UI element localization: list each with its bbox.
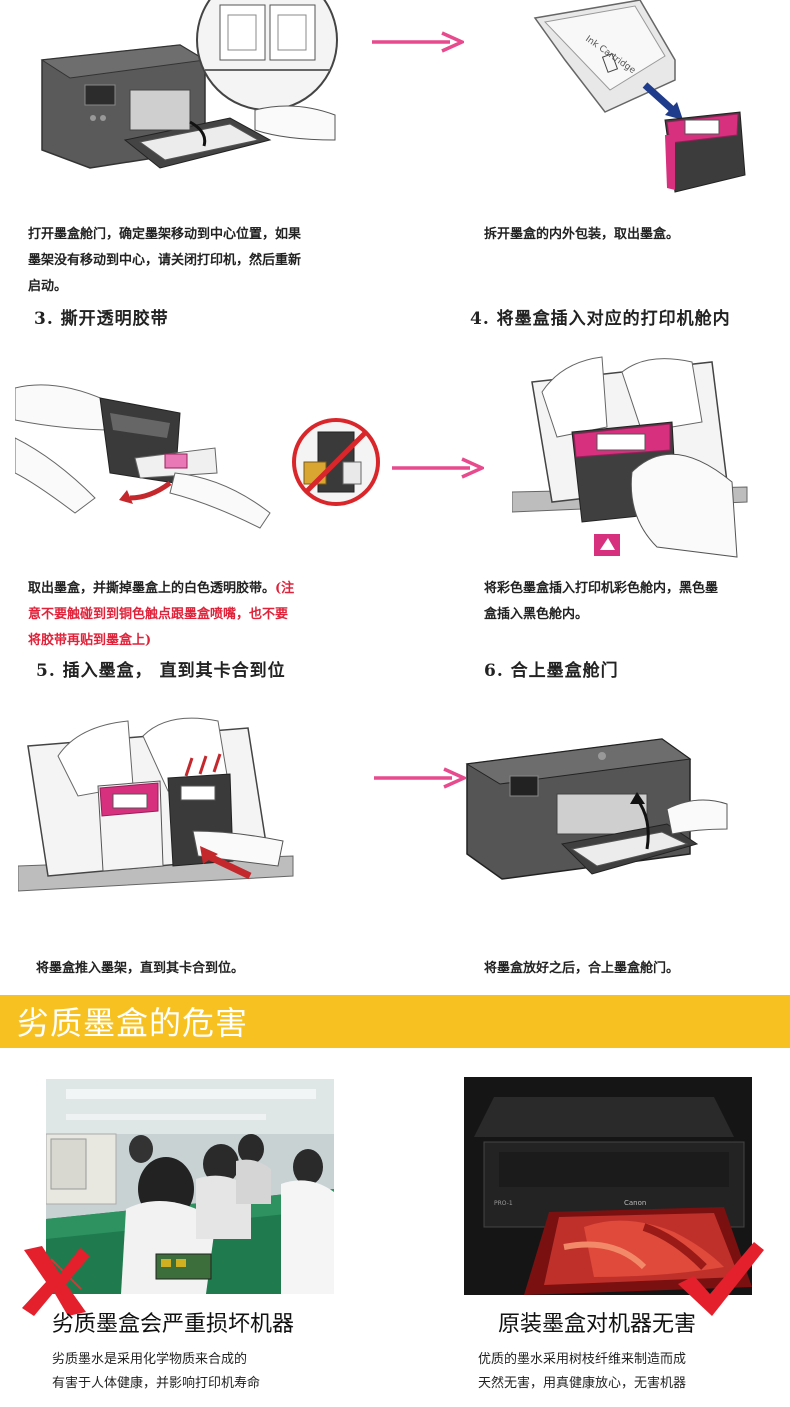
close-door-illustration [465,738,728,880]
step1-caption: 打开墨盒舱门，确定墨架移动到中心位置，如果 墨架没有移动到中心，请关闭打印机，然… [28,222,301,300]
step5-caption-line: 将墨盒推入墨架，直到其卡合到位。 [36,961,245,976]
step4-title: 4. 将墨盒插入对应的打印机舱内 [470,309,731,329]
step3-title: 3. 撕开透明胶带 [34,309,169,329]
remove-tape-illustration [15,384,271,529]
step4-caption-line: 盒插入黑色舱内。 [484,607,589,622]
section-banner [0,995,790,1048]
step6-caption-line: 将墨盒放好之后，合上墨盒舱门。 [484,961,680,976]
arrow-right-icon [374,767,466,789]
unpack-cartridge-illustration: Ink Cartridge [533,0,746,193]
push-cartridge-illustration [18,717,294,892]
step3-warning-text: (注 [275,581,295,596]
check-mark-icon [678,1242,764,1316]
step4-caption: 将彩色墨盒插入打印机彩色舱内，黑色墨 盒插入黑色舱内。 [484,576,718,628]
step3-warning-line: 意不要触碰到到铜色触点跟墨盒喷嘴，也不要 [28,607,289,622]
step1-caption-line: 启动。 [28,279,68,294]
step1-caption-line: 打开墨盒舱门，确定墨架移动到中心位置，如果 [28,227,302,242]
step5-title: 5. 插入墨盒， 直到其卡合到位 [36,661,286,681]
step6-caption: 将墨盒放好之后，合上墨盒舱门。 [484,956,679,982]
bad-cartridge-title: 劣质墨盒会严重损坏机器 [52,1312,295,1337]
good-cartridge-title: 原装墨盒对机器无害 [498,1312,697,1337]
step2-caption-line: 拆开墨盒的内外包装，取出墨盒。 [484,227,680,242]
x-mark-icon [22,1246,90,1316]
printer-model-label: PRO-1 [494,1200,513,1207]
step3-warning-line: 将胶带再贴到墨盒上) [28,633,152,648]
good-cartridge-photo: PRO-1 Canon [464,1077,752,1295]
arrow-right-icon [372,31,464,53]
step3-caption-text: 取出墨盒，并撕掉墨盒上的白色透明胶带。 [28,581,276,596]
step2-caption: 拆开墨盒的内外包装，取出墨盒。 [484,222,679,248]
good-description-line: 天然无害，用真健康放心，无害机器 [478,1376,687,1391]
good-description-line: 优质的墨水采用树枝纤维来制造而成 [478,1352,687,1367]
step4-caption-line: 将彩色墨盒插入打印机彩色舱内，黑色墨 [484,581,719,596]
open-printer-illustration [40,0,338,169]
printer-brand-label: Canon [624,1199,646,1207]
step5-caption: 将墨盒推入墨架，直到其卡合到位。 [36,956,244,982]
step3-caption: 取出墨盒，并撕掉墨盒上的白色透明胶带。(注 意不要触碰到到铜色触点跟墨盒喷嘴，也… [28,576,368,654]
section-title: 劣质墨盒的危害 [17,1004,249,1042]
arrow-right-icon [392,457,484,479]
bad-cartridge-description: 劣质墨水是采用化学物质来合成的 有害于人体健康，并影响打印机寿命 [52,1348,260,1396]
insert-color-cartridge-illustration [512,356,748,558]
good-cartridge-description: 优质的墨水采用树枝纤维来制造而成 天然无害，用真健康放心，无害机器 [478,1348,686,1396]
do-not-touch-icon [292,418,380,506]
step1-caption-line: 墨架没有移动到中心，请关闭打印机，然后重新 [28,253,302,268]
bad-cartridge-photo [46,1079,334,1294]
bad-description-line: 有害于人体健康，并影响打印机寿命 [52,1376,261,1391]
bad-description-line: 劣质墨水是采用化学物质来合成的 [52,1352,248,1367]
step6-title: 6. 合上墨盒舱门 [484,661,619,681]
